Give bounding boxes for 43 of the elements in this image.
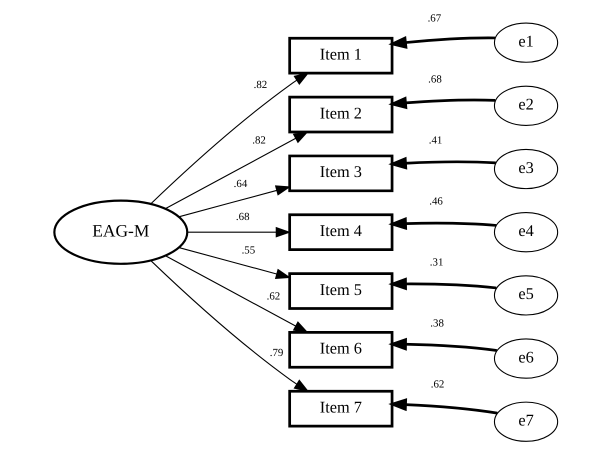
node-ellipse: e3 <box>494 148 558 190</box>
edge-label: .46 <box>429 195 443 208</box>
node-box: Item 3 <box>288 154 394 192</box>
arrow <box>388 96 496 110</box>
edge-label: .62 <box>266 290 280 303</box>
arrow <box>187 226 291 238</box>
edge-label: .38 <box>430 318 444 330</box>
node-ellipse: e4 <box>494 212 558 252</box>
edge-label: .82 <box>254 78 268 91</box>
arrow <box>150 72 310 204</box>
node-box: Item 7 <box>288 390 394 428</box>
arrow <box>165 255 309 334</box>
edge-label: .41 <box>428 134 442 146</box>
edge-label: .79 <box>270 347 284 360</box>
node-ellipse: e7 <box>494 402 558 442</box>
node-ellipse: e2 <box>494 86 558 126</box>
arrow <box>388 217 496 230</box>
edge-label: .64 <box>234 178 248 190</box>
arrow <box>150 260 310 392</box>
node-box: Item 5 <box>288 272 394 310</box>
arrow <box>388 338 497 352</box>
node-box: Item 2 <box>288 96 394 134</box>
arrow <box>178 247 292 280</box>
node-ellipse: e6 <box>494 338 558 379</box>
edge-label: .82 <box>252 134 266 147</box>
edge-label: .55 <box>242 244 256 256</box>
arrow <box>178 185 292 218</box>
edge-label: .68 <box>236 210 250 223</box>
arrow <box>388 36 496 49</box>
node-ellipse: e5 <box>494 275 558 316</box>
node-box: Item 1 <box>288 36 394 75</box>
arrow <box>388 398 498 414</box>
node-ellipse: e1 <box>494 22 558 63</box>
node-box: Item 4 <box>288 213 394 251</box>
edge-label: .67 <box>428 12 442 24</box>
arrow <box>165 131 309 210</box>
edge-label: .68 <box>428 73 442 86</box>
arrow <box>388 277 496 290</box>
node-box: Item 6 <box>288 331 394 369</box>
edge-label: .31 <box>430 256 444 269</box>
arrow <box>388 156 496 170</box>
edge-label: .62 <box>430 378 444 391</box>
node-ellipse: EAG-M <box>53 200 188 265</box>
